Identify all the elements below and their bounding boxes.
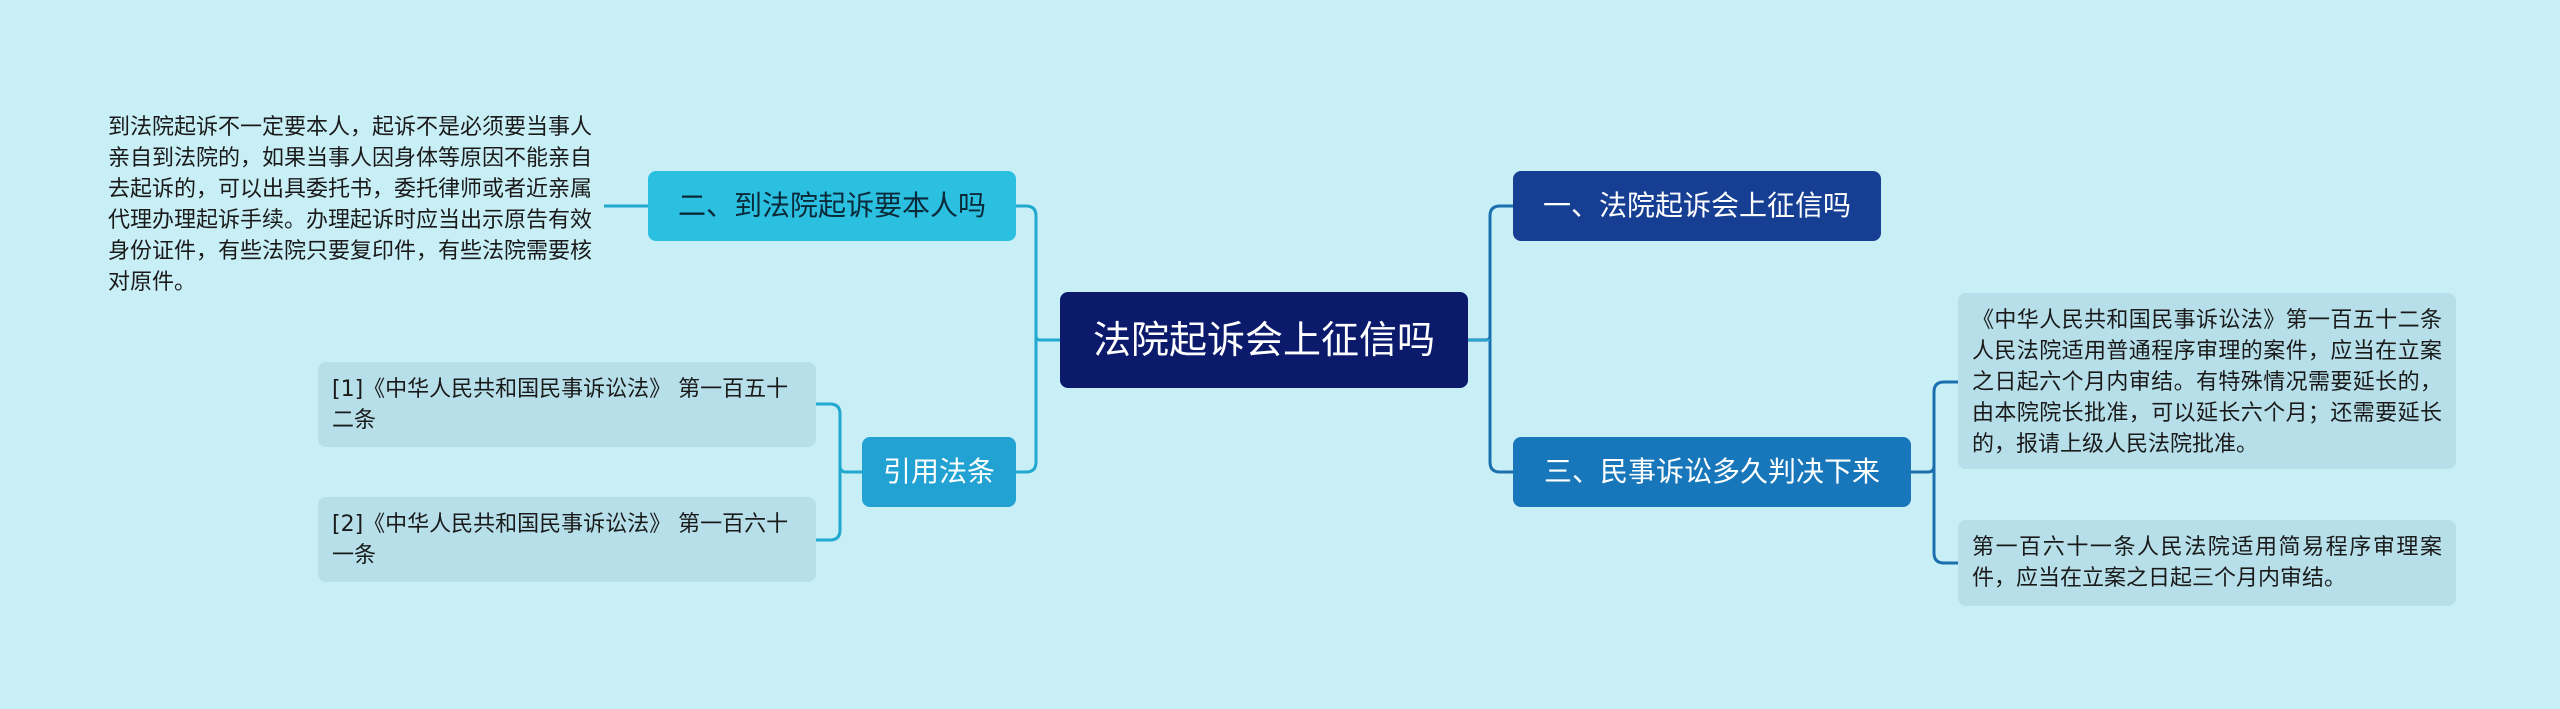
root-topic[interactable]: 法院起诉会上征信吗 bbox=[1060, 292, 1468, 388]
connector-citations bbox=[816, 402, 862, 542]
branch-need-in-person[interactable]: 二、到法院起诉要本人吗 bbox=[648, 171, 1016, 241]
branch-cited-laws[interactable]: 引用法条 bbox=[862, 437, 1016, 507]
connector-root-right-bottom bbox=[1488, 336, 1513, 474]
note-ordinary-procedure[interactable]: 《中华人民共和国民事诉讼法》第一百五十二条人民法院适用普通程序审理的案件，应当在… bbox=[1958, 293, 2456, 469]
citation-item-2[interactable]: [2]《中华人民共和国民事诉讼法》 第一百六十一条 bbox=[318, 497, 816, 582]
citation-item-1[interactable]: [1]《中华人民共和国民事诉讼法》 第一百五十二条 bbox=[318, 362, 816, 447]
connector-root-right bbox=[1468, 204, 1513, 342]
connector-right-notes bbox=[1911, 380, 1958, 565]
note-simple-procedure[interactable]: 第一百六十一条人民法院适用简易程序审理案件，应当在立案之日起三个月内审结。 bbox=[1958, 520, 2456, 606]
connector-root-left bbox=[1016, 204, 1060, 342]
connector-root-left-bottom bbox=[1016, 336, 1038, 474]
note-in-person-explanation: 到法院起诉不一定要本人，起诉不是必须要当事人亲自到法院的，如果当事人因身体等原因… bbox=[108, 115, 593, 295]
branch-judgment-duration[interactable]: 三、民事诉讼多久判决下来 bbox=[1513, 437, 1911, 507]
branch-credit-record[interactable]: 一、法院起诉会上征信吗 bbox=[1513, 171, 1881, 241]
